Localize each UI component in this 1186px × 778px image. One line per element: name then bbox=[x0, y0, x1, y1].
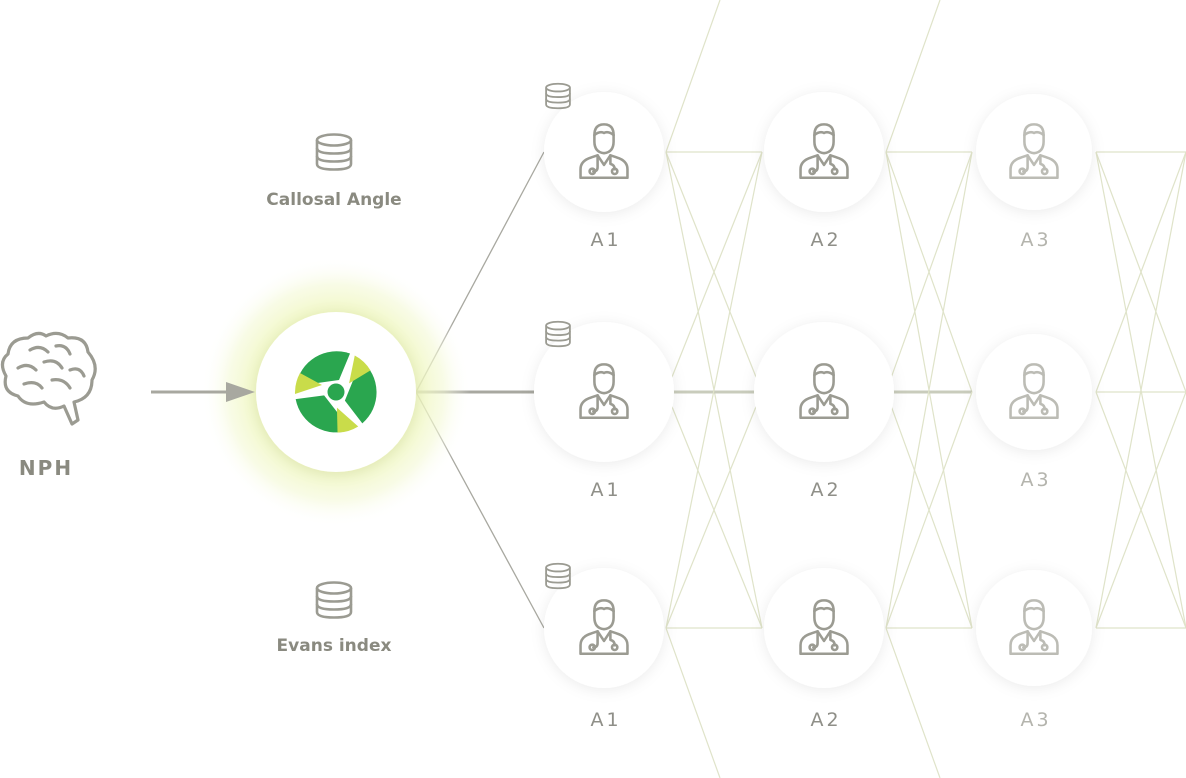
input-arrow-head bbox=[226, 382, 255, 402]
network-link bbox=[1095, 151, 1186, 393]
database-icon bbox=[315, 133, 353, 171]
agent-node-label: A2 bbox=[810, 229, 842, 251]
agent-node bbox=[764, 92, 884, 212]
network-link bbox=[1095, 391, 1186, 629]
database-icon bbox=[545, 82, 571, 110]
brain-icon bbox=[0, 331, 97, 426]
agent-node-label: A1 bbox=[590, 229, 622, 251]
agent-node-label: A2 bbox=[810, 709, 842, 731]
database-icon bbox=[315, 581, 353, 619]
agent-node bbox=[976, 334, 1092, 450]
logo-blade bbox=[295, 395, 359, 433]
network-link bbox=[885, 0, 941, 153]
network-link bbox=[1095, 151, 1186, 629]
agent-node bbox=[754, 322, 894, 462]
agent-node-label: A1 bbox=[590, 479, 622, 501]
feature-label-callosal: Callosal Angle bbox=[266, 190, 402, 210]
network-link bbox=[885, 151, 973, 629]
network-link bbox=[885, 627, 941, 778]
network-link bbox=[665, 627, 721, 778]
network-link bbox=[665, 151, 763, 393]
feature-label-evans: Evans index bbox=[276, 636, 392, 656]
agent-node-label: A2 bbox=[810, 479, 842, 501]
network-link bbox=[885, 391, 973, 629]
agent-nodes bbox=[534, 92, 1092, 688]
network-links bbox=[665, 0, 1186, 778]
agent-node-label: A3 bbox=[1020, 229, 1052, 251]
logo-center bbox=[327, 383, 345, 401]
agent-node bbox=[544, 568, 664, 688]
logo-blade bbox=[344, 355, 377, 424]
network-link bbox=[665, 151, 763, 629]
agent-node bbox=[544, 92, 664, 212]
agent-node bbox=[764, 568, 884, 688]
agent-node-label: A3 bbox=[1020, 709, 1052, 731]
agent-node bbox=[534, 322, 674, 462]
network-link bbox=[885, 151, 973, 393]
logo-blade bbox=[294, 351, 350, 394]
network-link bbox=[665, 391, 763, 629]
agent-node-label: A1 bbox=[590, 709, 622, 731]
agent-node bbox=[976, 570, 1092, 686]
agent-node bbox=[976, 94, 1092, 210]
network-link bbox=[665, 0, 721, 153]
input-label: NPH bbox=[18, 456, 74, 480]
agent-node-label: A3 bbox=[1020, 469, 1052, 491]
aperture-logo-icon bbox=[294, 351, 377, 433]
